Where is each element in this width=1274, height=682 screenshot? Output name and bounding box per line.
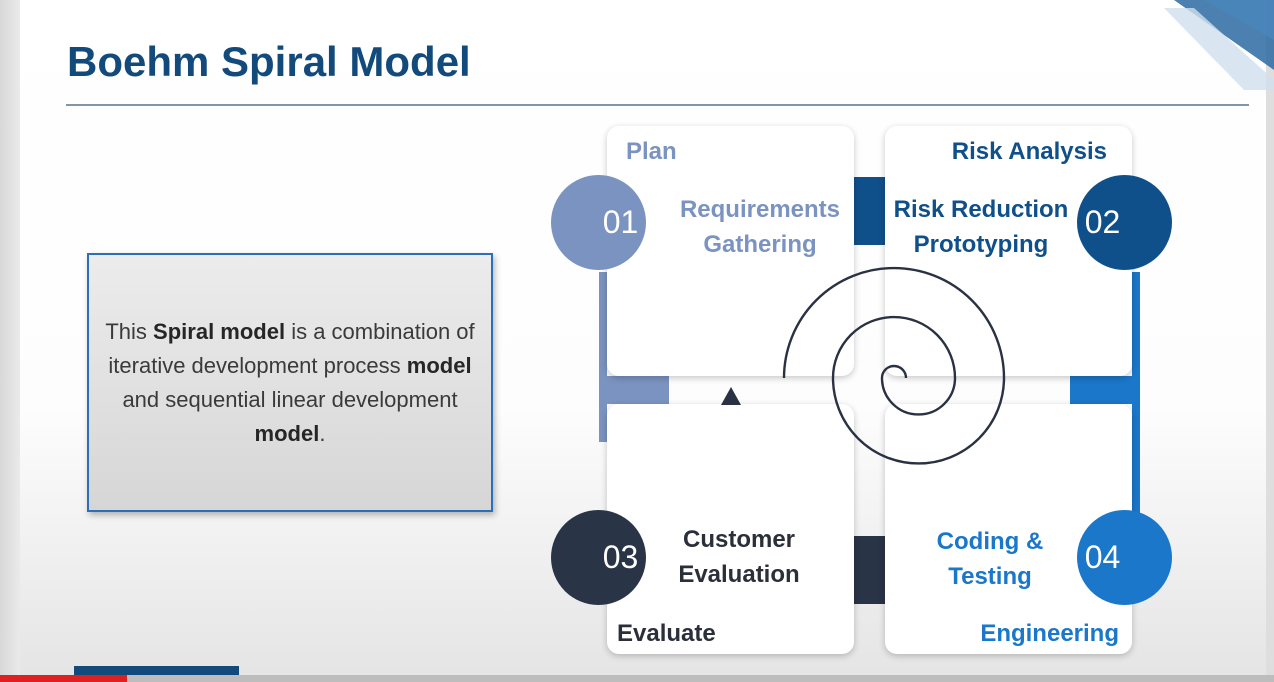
description-text: This Spiral model is a combination of it… bbox=[95, 315, 485, 451]
phase-label-engineering: Engineering bbox=[980, 620, 1119, 647]
spiral-arrowhead bbox=[721, 387, 741, 405]
description-part-3: and sequential linear development bbox=[122, 386, 458, 412]
step-number-04-label: 04 bbox=[1084, 539, 1121, 575]
spiral-path bbox=[782, 266, 1006, 465]
spiral-curve bbox=[721, 266, 1006, 465]
video-progress-played bbox=[0, 675, 128, 682]
description-bold-2: model bbox=[406, 352, 472, 378]
corner-decoration bbox=[1164, 0, 1274, 90]
connector-engineering-horizontal bbox=[1070, 376, 1140, 404]
connector-plan bbox=[599, 272, 607, 442]
connector-engineering bbox=[1132, 272, 1140, 602]
step-number-02: 02 bbox=[1077, 175, 1172, 270]
slide-left-edge bbox=[0, 0, 20, 682]
step-label-requirements-gathering: Requirements Gathering bbox=[672, 192, 848, 262]
slide-right-edge bbox=[1266, 0, 1274, 682]
step-number-03: 03 bbox=[551, 510, 646, 605]
quadrant-plan bbox=[607, 126, 854, 376]
description-part-4: . bbox=[319, 420, 326, 446]
step-number-01: 01 bbox=[551, 175, 646, 270]
step-04-line-2: Testing bbox=[948, 563, 1032, 590]
description-part-1: This bbox=[105, 318, 154, 344]
step-04-line-1: Coding & bbox=[936, 528, 1044, 555]
description-bold-1: Spiral model bbox=[153, 318, 286, 344]
step-label-risk-reduction-prototyping: Risk Reduction Prototyping bbox=[889, 192, 1073, 262]
description-bold-3: model bbox=[254, 420, 320, 446]
step-label-coding-testing: Coding & Testing bbox=[925, 524, 1055, 594]
phase-label-plan: Plan bbox=[626, 138, 677, 165]
description-part-2: is a combination of iterative developmen… bbox=[108, 318, 475, 378]
spiral-diagram: 01 02 03 04 Plan Risk Analysis Evaluate … bbox=[551, 122, 1172, 662]
step-03-line-2: Evaluation bbox=[678, 561, 800, 588]
step-03-line-1: Customer bbox=[682, 526, 796, 553]
page-title: Boehm Spiral Model bbox=[67, 38, 471, 85]
video-progress-bar[interactable] bbox=[0, 675, 1274, 682]
phase-label-evaluate: Evaluate bbox=[617, 620, 716, 647]
step-01-line-2: Gathering bbox=[703, 231, 817, 258]
bottom-accent-tab bbox=[74, 666, 239, 675]
description-box: This Spiral model is a combination of it… bbox=[87, 253, 493, 512]
step-number-04: 04 bbox=[1077, 510, 1172, 605]
connector-evaluate bbox=[854, 536, 885, 604]
title-divider bbox=[66, 104, 1249, 106]
step-number-02-label: 02 bbox=[1084, 204, 1121, 240]
step-01-line-1: Requirements bbox=[679, 196, 841, 223]
step-label-customer-evaluation: Customer Evaluation bbox=[665, 522, 813, 592]
connector-risk bbox=[854, 177, 885, 245]
phase-label-risk-analysis: Risk Analysis bbox=[951, 138, 1107, 165]
step-02-line-1: Risk Reduction bbox=[893, 196, 1069, 223]
step-02-line-2: Prototyping bbox=[913, 231, 1049, 258]
step-number-03-label: 03 bbox=[602, 539, 639, 575]
step-number-01-label: 01 bbox=[602, 204, 639, 240]
connector-plan-horizontal bbox=[599, 376, 669, 404]
quadrant-evaluate bbox=[607, 404, 854, 654]
